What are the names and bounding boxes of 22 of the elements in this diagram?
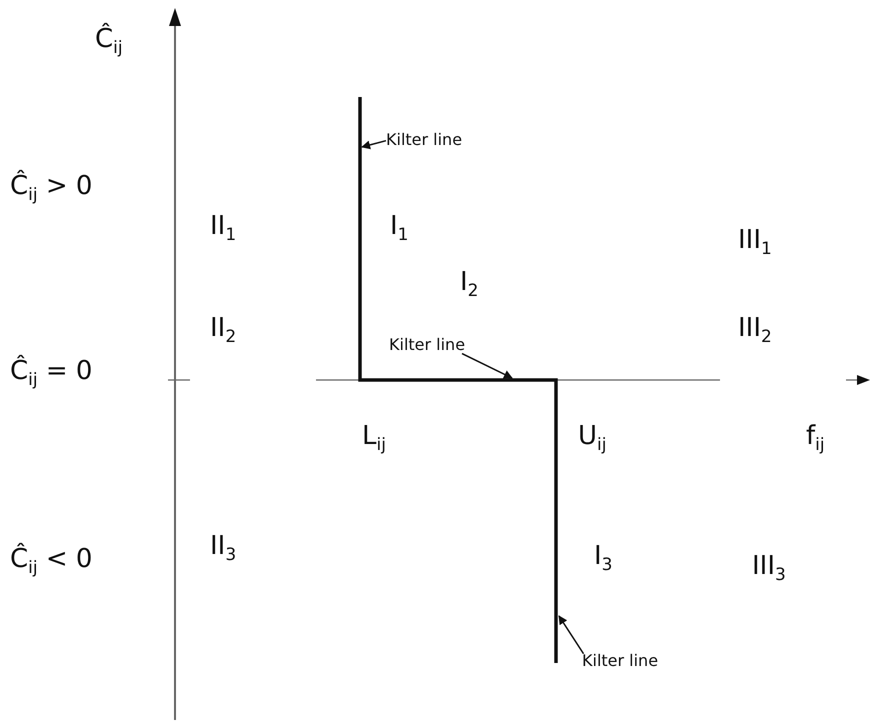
callout-text: Kilter line <box>582 652 658 670</box>
leader-arrow <box>558 615 584 654</box>
region-label: I$_{1}$ <box>390 212 408 241</box>
axis-label: U$_{ij}$ <box>578 422 606 451</box>
region-label: III$_{1}$ <box>738 226 772 255</box>
region-label: II$_{1}$ <box>210 212 236 241</box>
axis-label: f$_{ij}$ <box>806 422 825 451</box>
condition-label: Ĉ$_{ij}$ > 0 <box>10 172 92 201</box>
axis-label: L$_{ij}$ <box>362 422 386 451</box>
region-label: III$_{2}$ <box>738 314 772 343</box>
condition-label: Ĉ$_{ij}$ = 0 <box>10 357 92 386</box>
region-label: III$_{3}$ <box>752 552 786 581</box>
region-label: I$_{3}$ <box>594 542 612 571</box>
leader-arrow <box>462 352 513 379</box>
axis-label: Ĉ$_{ij}$ <box>95 25 123 54</box>
leader-arrow <box>361 140 386 150</box>
region-label: I$_{2}$ <box>460 268 478 297</box>
region-label: II$_{3}$ <box>210 532 236 561</box>
callout-text: Kilter line <box>389 336 466 354</box>
condition-label: Ĉ$_{ij}$ < 0 <box>10 545 92 574</box>
callout-text: Kilter line <box>386 131 462 149</box>
region-label: II$_{2}$ <box>210 314 236 343</box>
